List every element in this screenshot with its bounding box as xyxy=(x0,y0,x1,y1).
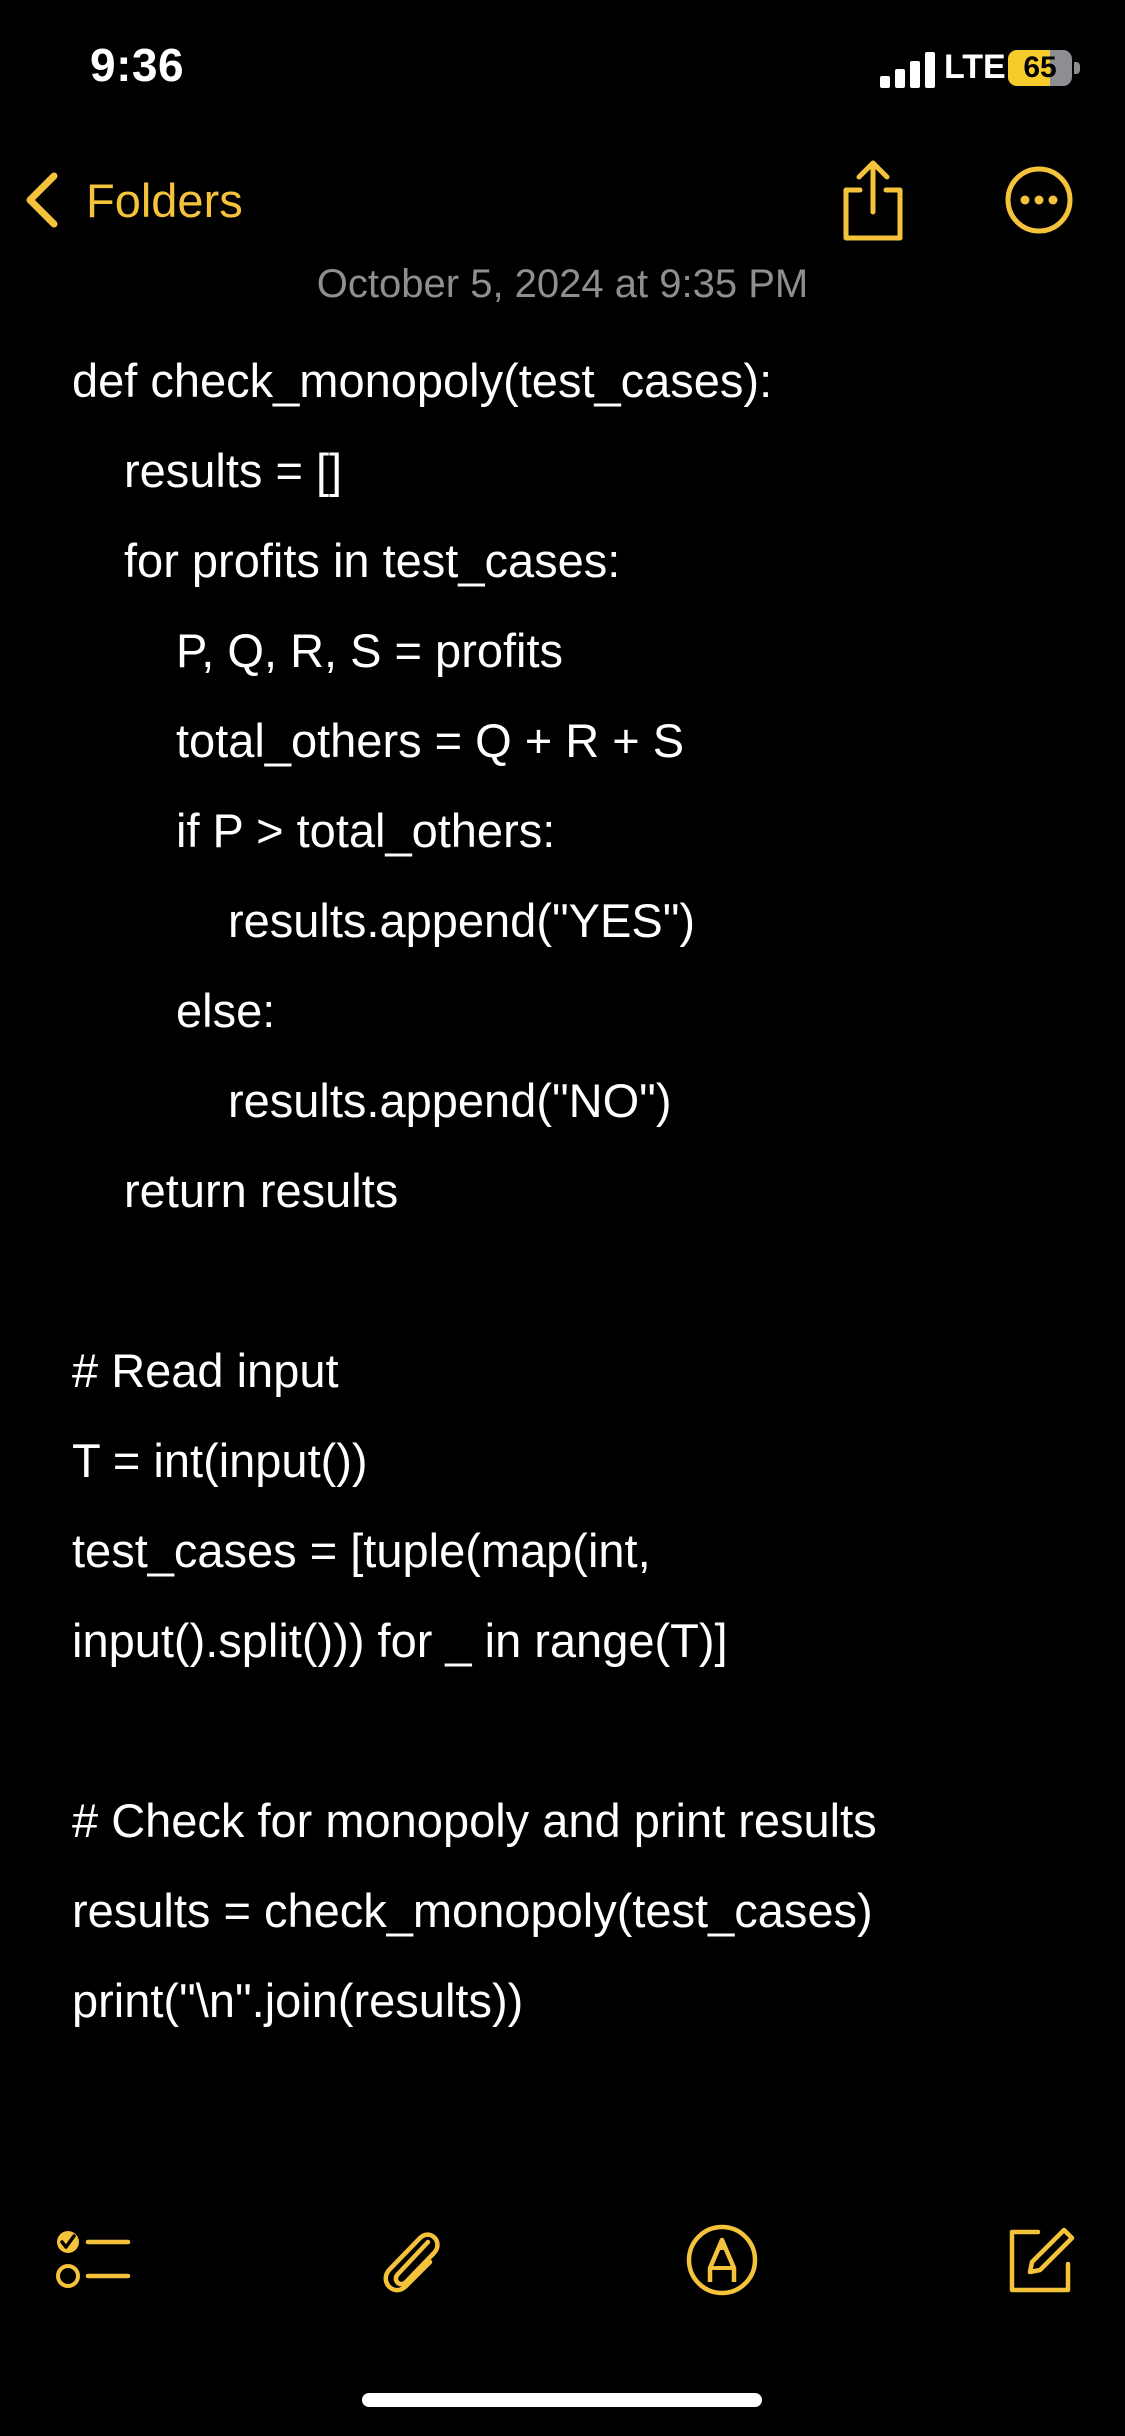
markup-pen-icon[interactable] xyxy=(682,2220,762,2300)
note-line: T = int(input()) xyxy=(72,1434,368,1487)
battery-icon: 65 xyxy=(1008,50,1072,86)
note-line: for profits in test_cases: xyxy=(124,534,621,587)
compose-icon[interactable] xyxy=(1000,2220,1080,2300)
note-line: return results xyxy=(124,1164,399,1217)
nav-bar: Folders xyxy=(0,150,1125,250)
cellular-signal-icon xyxy=(880,52,935,88)
paperclip-icon[interactable] xyxy=(370,2220,450,2300)
note-line: input().split())) for _ in range(T)] xyxy=(72,1614,728,1667)
note-body[interactable]: def check_monopoly(test_cases): results … xyxy=(72,342,1072,2052)
note-line: print("\n".join(results)) xyxy=(72,1974,524,2027)
note-line: results.append("YES") xyxy=(228,894,696,947)
back-button[interactable]: Folders xyxy=(22,162,243,238)
note-line-blank xyxy=(72,1242,1072,1332)
note-line: P, Q, R, S = profits xyxy=(176,624,564,677)
note-line-blank xyxy=(72,1692,1072,1782)
note-line: # Check for monopoly and print results xyxy=(72,1794,877,1847)
note-line: results.append("NO") xyxy=(228,1074,672,1127)
battery-fill xyxy=(1008,50,1050,86)
note-line: # Read input xyxy=(72,1344,339,1397)
note-line: results = [] xyxy=(124,444,343,497)
network-type: LTE xyxy=(944,48,1006,86)
note-line: test_cases = [tuple(map(int, xyxy=(72,1524,651,1577)
status-time: 9:36 xyxy=(90,39,185,91)
note-line: def check_monopoly(test_cases): xyxy=(72,354,773,407)
home-indicator[interactable] xyxy=(362,2393,762,2407)
note-line: if P > total_others: xyxy=(176,804,556,857)
note-date: October 5, 2024 at 9:35 PM xyxy=(316,262,809,306)
share-icon[interactable] xyxy=(838,158,908,244)
note-line: results = check_monopoly(test_cases) xyxy=(72,1884,873,1937)
note-line: total_others = Q + R + S xyxy=(176,714,685,767)
checklist-icon[interactable] xyxy=(54,2220,134,2300)
bottom-toolbar xyxy=(0,2220,1125,2320)
back-label: Folders xyxy=(86,173,243,227)
status-bar: 9:36 LTE 65 xyxy=(0,0,1125,130)
battery-tip xyxy=(1074,62,1080,74)
battery-level: 65 xyxy=(1023,51,1057,84)
note-line: else: xyxy=(176,984,276,1037)
ellipsis-circle-icon[interactable] xyxy=(1004,165,1074,235)
chevron-left-icon xyxy=(26,172,58,228)
